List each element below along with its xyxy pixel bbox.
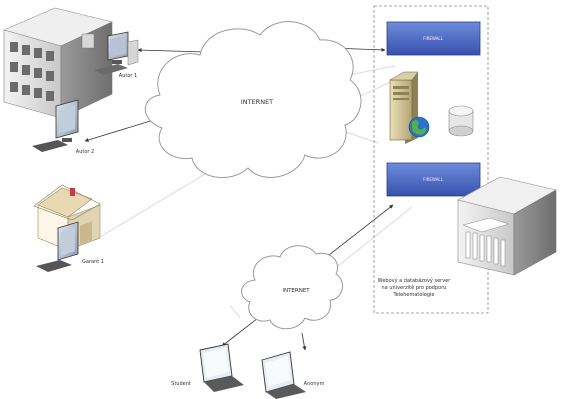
server-caption-line-2: na univerzitě pro podporu bbox=[382, 284, 447, 291]
workstation-home-icon bbox=[36, 221, 79, 272]
office-building-icon bbox=[3, 7, 113, 119]
server-enclosure bbox=[373, 5, 489, 314]
link-user2 bbox=[84, 117, 161, 142]
label-home: Garant 1 bbox=[82, 259, 104, 265]
internet-cloud-main: INTERNET bbox=[144, 21, 362, 178]
link-lower bbox=[229, 304, 241, 319]
web-server bbox=[389, 71, 430, 144]
workstation-user2-icon bbox=[32, 99, 79, 152]
database-icon bbox=[448, 105, 474, 137]
link-small-cloud-fw-2 bbox=[332, 206, 413, 271]
laptop-left-icon bbox=[199, 343, 244, 392]
link-laptop-right bbox=[301, 332, 307, 351]
label-user1: Autor 1 bbox=[119, 73, 137, 79]
internet-label-small: INTERNET bbox=[282, 288, 310, 294]
link-small-cloud-fw-1 bbox=[319, 204, 394, 263]
firewall-bottom: FIREWALL bbox=[386, 162, 481, 197]
firewall-top: FIREWALL bbox=[386, 21, 481, 56]
link-home bbox=[94, 169, 213, 241]
label-laptop-right: Anonym bbox=[304, 381, 325, 387]
link-user1 bbox=[137, 48, 206, 53]
server-caption: Webový a databázový server na univerzitě… bbox=[378, 277, 452, 298]
workstation-user1-icon bbox=[94, 31, 139, 75]
university-building-icon bbox=[457, 176, 557, 276]
server-caption-line-3: Telehematologie bbox=[392, 292, 434, 298]
label-laptop-left: Student bbox=[171, 381, 191, 387]
internet-cloud-small: INTERNET bbox=[241, 245, 344, 330]
laptop-right-icon bbox=[261, 351, 306, 399]
server-caption-line-1: Webový a databázový server bbox=[378, 277, 452, 284]
firewall-top-label: FIREWALL bbox=[423, 36, 443, 41]
firewall-bottom-label: FIREWALL bbox=[423, 177, 443, 182]
label-user2: Autor 2 bbox=[76, 149, 94, 155]
internet-label-main: INTERNET bbox=[241, 98, 273, 106]
link-laptop-left bbox=[221, 317, 259, 347]
